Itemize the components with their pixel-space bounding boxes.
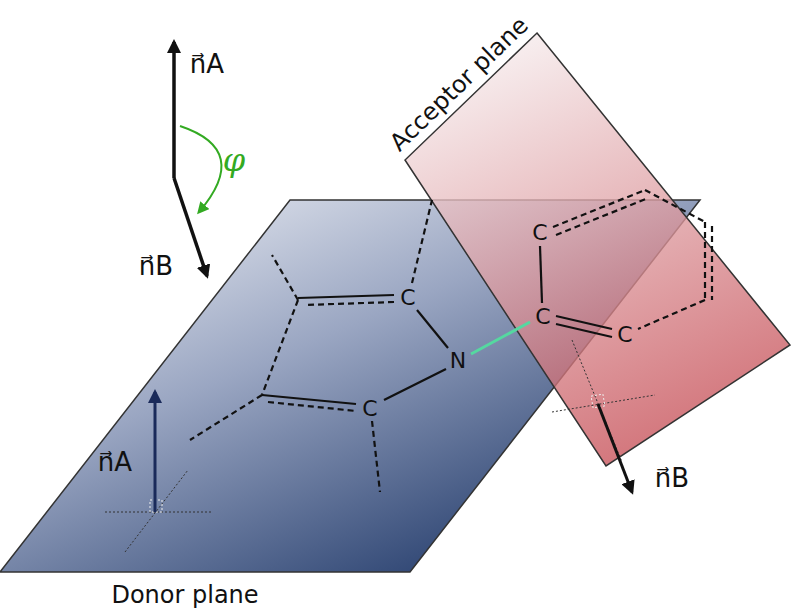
acceptor-ring — [540, 190, 712, 337]
angle-arc — [180, 126, 221, 212]
vector-label: n⃗B — [653, 462, 691, 494]
atom-label: C — [398, 284, 417, 311]
vector-label: n⃗A — [188, 48, 226, 80]
atom-label: C — [533, 303, 552, 330]
vector-label: n⃗B — [137, 250, 175, 282]
vector-label: n⃗A — [96, 446, 134, 478]
donor-ring — [190, 200, 448, 492]
atom-label: C — [360, 395, 379, 422]
atom-label: C — [615, 321, 634, 348]
atom-label: C — [530, 219, 549, 246]
plane-label: Donor plane — [111, 581, 258, 609]
atom-label: N — [448, 347, 468, 374]
acceptor-normal — [552, 340, 655, 492]
plane: Acceptor plane — [405, 33, 792, 468]
angle-symbol: φ — [221, 140, 247, 180]
n-c-bond — [471, 322, 530, 354]
